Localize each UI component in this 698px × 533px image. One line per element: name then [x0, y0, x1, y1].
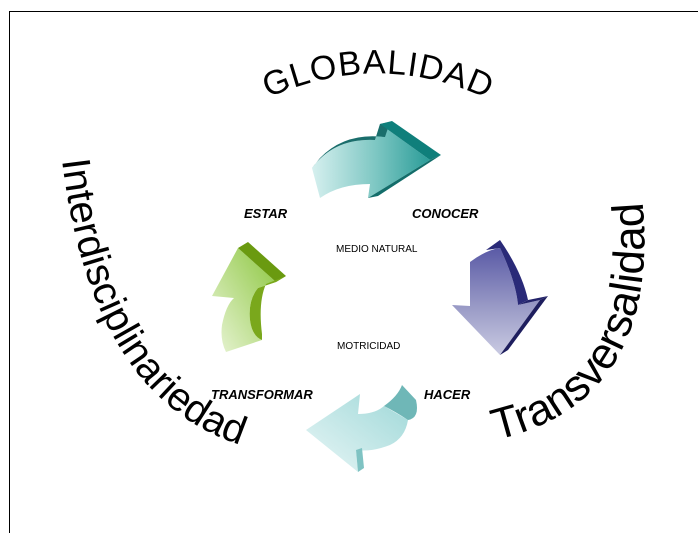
arrow-transformar-to-estar — [212, 242, 286, 352]
arrow-conocer-to-hacer — [452, 240, 548, 355]
arrow-estar-to-conocer — [312, 121, 441, 198]
frame-left-border — [9, 11, 10, 533]
stage-estar: ESTAR — [244, 206, 288, 221]
stage-conocer: CONOCER — [412, 206, 479, 221]
globalidad-label: GLOBALIDAD — [257, 43, 500, 106]
stage-hacer: HACER — [424, 387, 471, 402]
stage-transformar: TRANSFORMAR — [211, 387, 313, 402]
interdisciplinariedad-label: Interdisciplinariedad — [53, 156, 252, 454]
center-medio-natural: MEDIO NATURAL — [336, 244, 418, 255]
arrow-hacer-to-transformar — [306, 385, 417, 472]
frame-top-border — [9, 11, 698, 12]
center-motricidad: MOTRICIDAD — [337, 341, 401, 352]
